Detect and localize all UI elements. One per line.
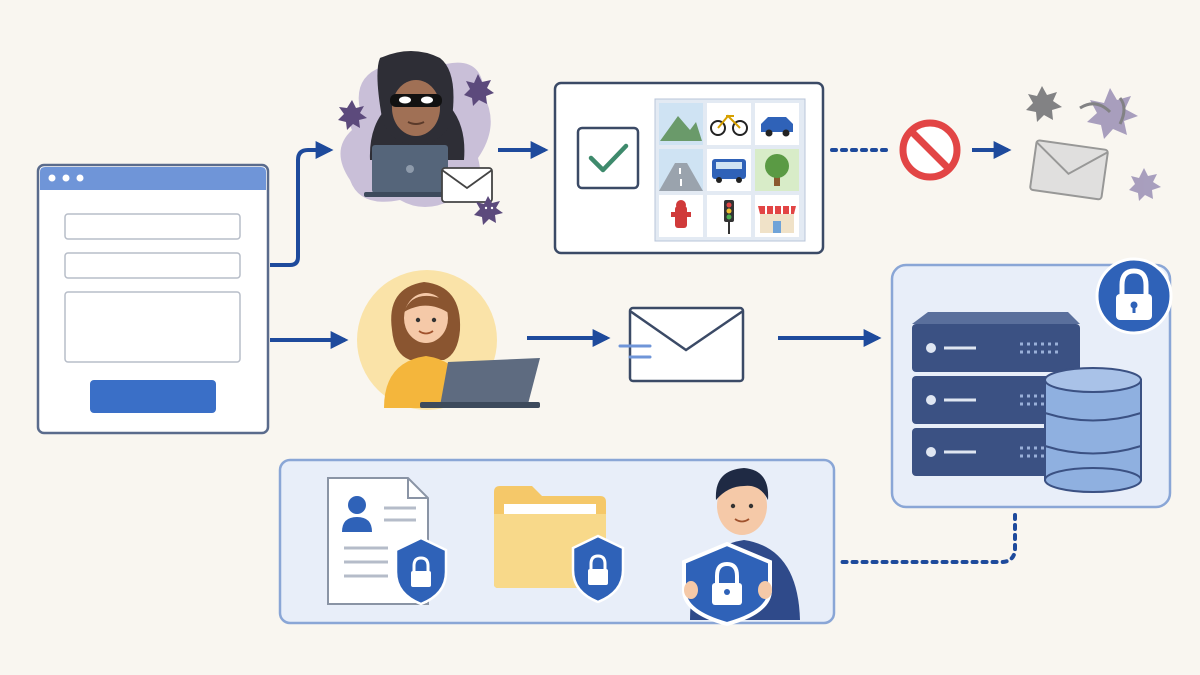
tile-fire-hydrant-icon (659, 195, 703, 237)
shield-lock-icon (394, 536, 448, 606)
spam-mail-viruses-icon (1026, 86, 1161, 201)
virus-icon (338, 100, 367, 130)
tile-tree-icon (755, 149, 799, 191)
woman-at-laptop-icon (357, 270, 540, 410)
tile-storefront-icon (755, 195, 799, 237)
tile-bicycle-icon (707, 103, 751, 145)
tile-bus-icon (707, 149, 751, 191)
virus-icon (1079, 88, 1138, 139)
envelope-icon (1029, 139, 1109, 201)
form-field-2 (64, 252, 241, 279)
server-database-lock-icon (890, 257, 1173, 509)
tile-mountain-icon (659, 103, 703, 145)
virus-icon (474, 196, 503, 225)
lock-icon (1095, 257, 1173, 335)
connector-form-to-hacker (270, 141, 334, 267)
window-dot-icon (62, 174, 70, 182)
form-textarea (64, 291, 241, 363)
laptop-icon (364, 145, 456, 197)
virus-icon (1129, 168, 1161, 201)
tile-road-icon (659, 149, 703, 191)
server-rack-icon (912, 312, 1080, 476)
image-captcha-icon (553, 81, 825, 255)
man-holding-shield-icon (682, 468, 800, 627)
virus-icon (464, 74, 494, 106)
envelope-icon (441, 167, 493, 203)
eye-mask (390, 94, 442, 107)
shield-lock-icon (571, 534, 625, 604)
checkbox-icon (576, 126, 640, 190)
tile-car-icon (755, 103, 799, 145)
web-form-window (36, 163, 270, 435)
shield-lock-icon (682, 541, 772, 627)
connector-server-to-protected-dotted (838, 513, 1017, 564)
window-dot-icon (48, 174, 56, 182)
motion-lines-icon (618, 344, 652, 359)
form-submit-button (90, 380, 216, 413)
check-icon (588, 143, 629, 173)
form-field-1 (64, 213, 241, 240)
no-entry-icon (899, 119, 961, 181)
sent-envelope-icon (618, 306, 745, 383)
tile-traffic-light-icon (707, 195, 751, 237)
window-dot-icon (76, 174, 84, 182)
hooded-hacker-icon (338, 51, 503, 225)
protected-data-panel (278, 458, 836, 627)
virus-icon (1026, 86, 1062, 122)
laptop-icon (420, 358, 540, 408)
database-icon (1044, 367, 1142, 493)
